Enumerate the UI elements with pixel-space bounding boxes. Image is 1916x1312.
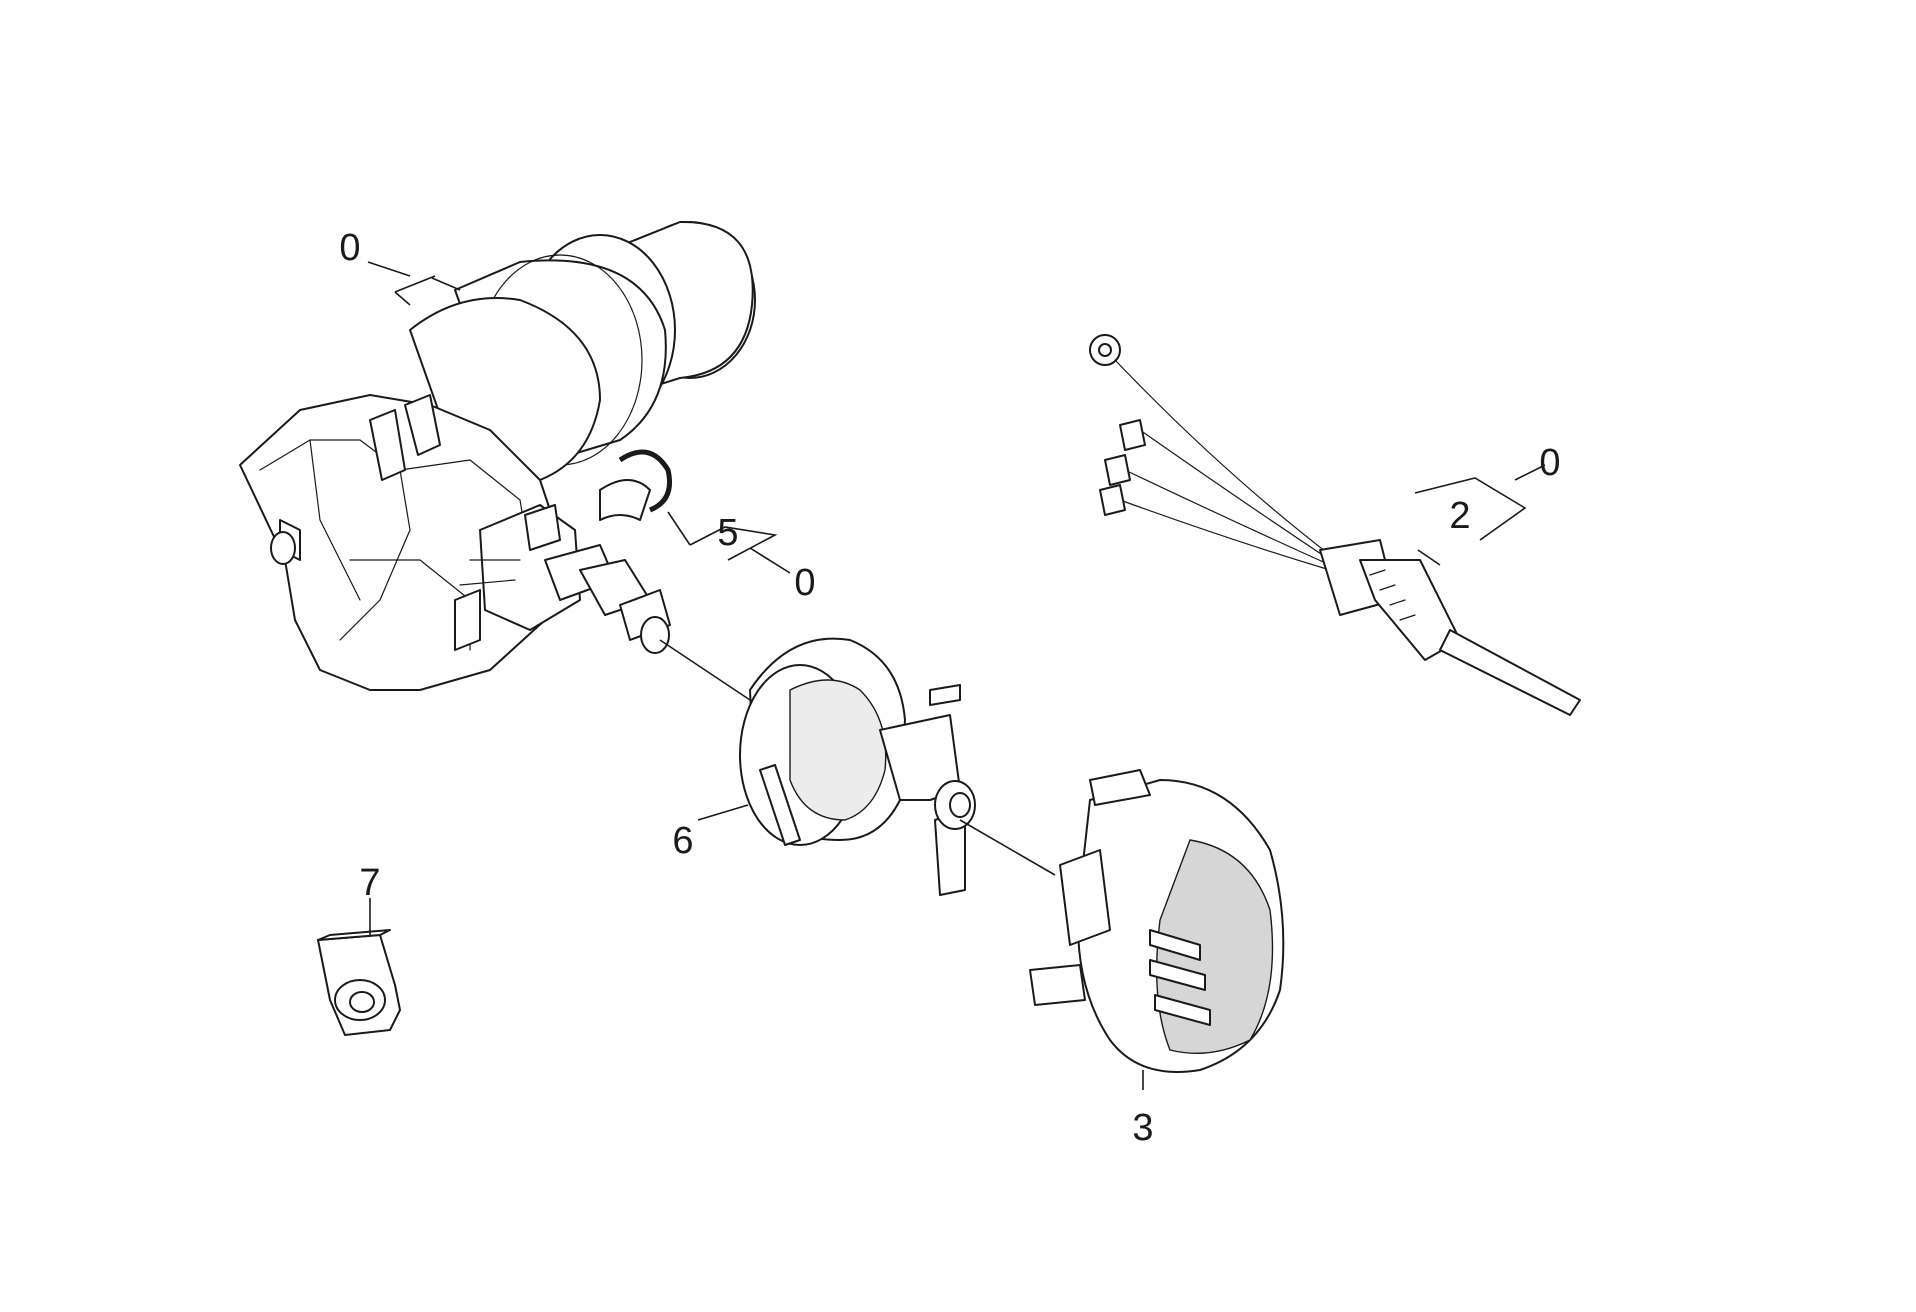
o-ring [618,449,672,513]
cap-part [1029,769,1285,1073]
leader-oring-bracket [667,511,791,574]
nut-part [317,929,401,1036]
adapter-part [739,637,976,896]
leader-cable-bracket [1414,464,1546,566]
callout-7-nut: 7 [359,862,380,904]
leader-adapter [697,804,749,821]
leader-motor-adapter [659,639,751,701]
cable-assembly [1089,334,1581,716]
callout-0-cable: 0 [1539,442,1560,484]
callout-6-adapter: 6 [672,820,693,862]
callout-5-oring: 5 [717,512,738,554]
leader-motor [367,261,461,306]
callout-2-cable: 2 [1449,495,1470,537]
motor-pump-assembly [239,220,756,691]
leader-adapter-cap [959,819,1056,876]
callout-0-oring: 0 [794,562,815,604]
callout-0-motor: 0 [339,227,360,269]
callout-3-cap: 3 [1132,1107,1153,1149]
